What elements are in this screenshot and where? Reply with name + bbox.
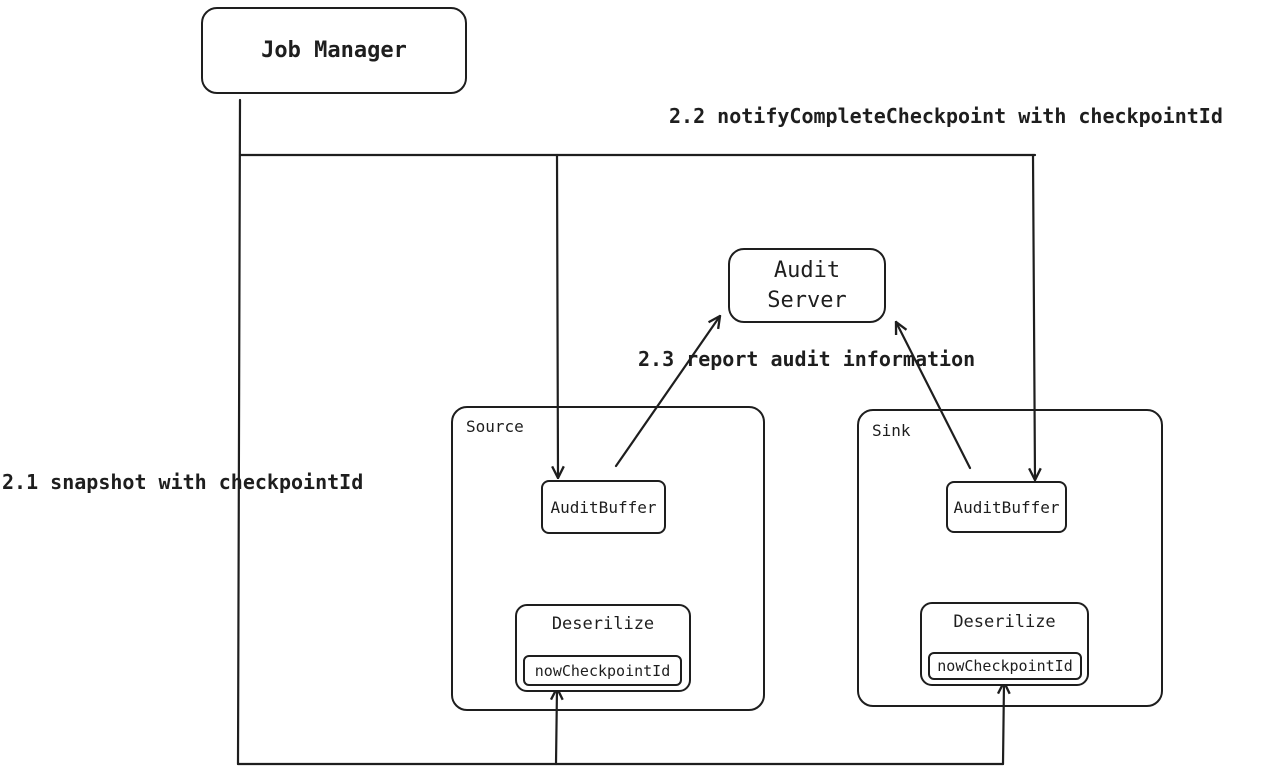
sink-title: Sink — [872, 421, 911, 440]
notify-edge-label: 2.2 notifyCompleteCheckpoint with checkp… — [669, 104, 1223, 128]
source-title: Source — [466, 417, 524, 436]
source-checkpoint-label: nowCheckpointId — [534, 661, 671, 680]
job-manager-node: Job Manager — [201, 7, 467, 94]
audit-server-label-line1: Audit — [773, 257, 841, 283]
source-audit-buffer-label: AuditBuffer — [550, 497, 657, 517]
source-audit-buffer: AuditBuffer — [541, 480, 666, 534]
sink-checkpoint-label: nowCheckpointId — [937, 657, 1073, 675]
sink-deserialize-label: Deserilize — [953, 612, 1056, 632]
sink-container: Sink — [857, 409, 1163, 707]
snapshot-edge-label: 2.1 snapshot with checkpointId — [2, 470, 364, 494]
snapshot-source-arrow — [556, 688, 557, 766]
source-deserialize-label: Deserilize — [551, 614, 655, 634]
report-edge-label: 2.3 report audit information — [638, 347, 976, 371]
snapshot-sink-arrow — [1003, 682, 1004, 766]
sink-checkpoint-field: nowCheckpointId — [928, 652, 1082, 680]
report-sink-arrow — [896, 322, 972, 470]
report-source-arrow — [614, 316, 720, 468]
sink-audit-buffer: AuditBuffer — [946, 481, 1067, 533]
sink-audit-buffer-label: AuditBuffer — [953, 497, 1060, 517]
source-checkpoint-field: nowCheckpointId — [523, 655, 682, 686]
audit-server-node: Audit Server — [728, 248, 886, 323]
notify-sink-arrow — [1033, 153, 1035, 480]
job-manager-trunk-line — [236, 98, 242, 766]
notify-source-arrow — [557, 153, 558, 478]
audit-server-label-line2: Server — [767, 287, 847, 313]
source-container: Source — [451, 406, 765, 711]
job-manager-label: Job Manager — [261, 38, 407, 63]
